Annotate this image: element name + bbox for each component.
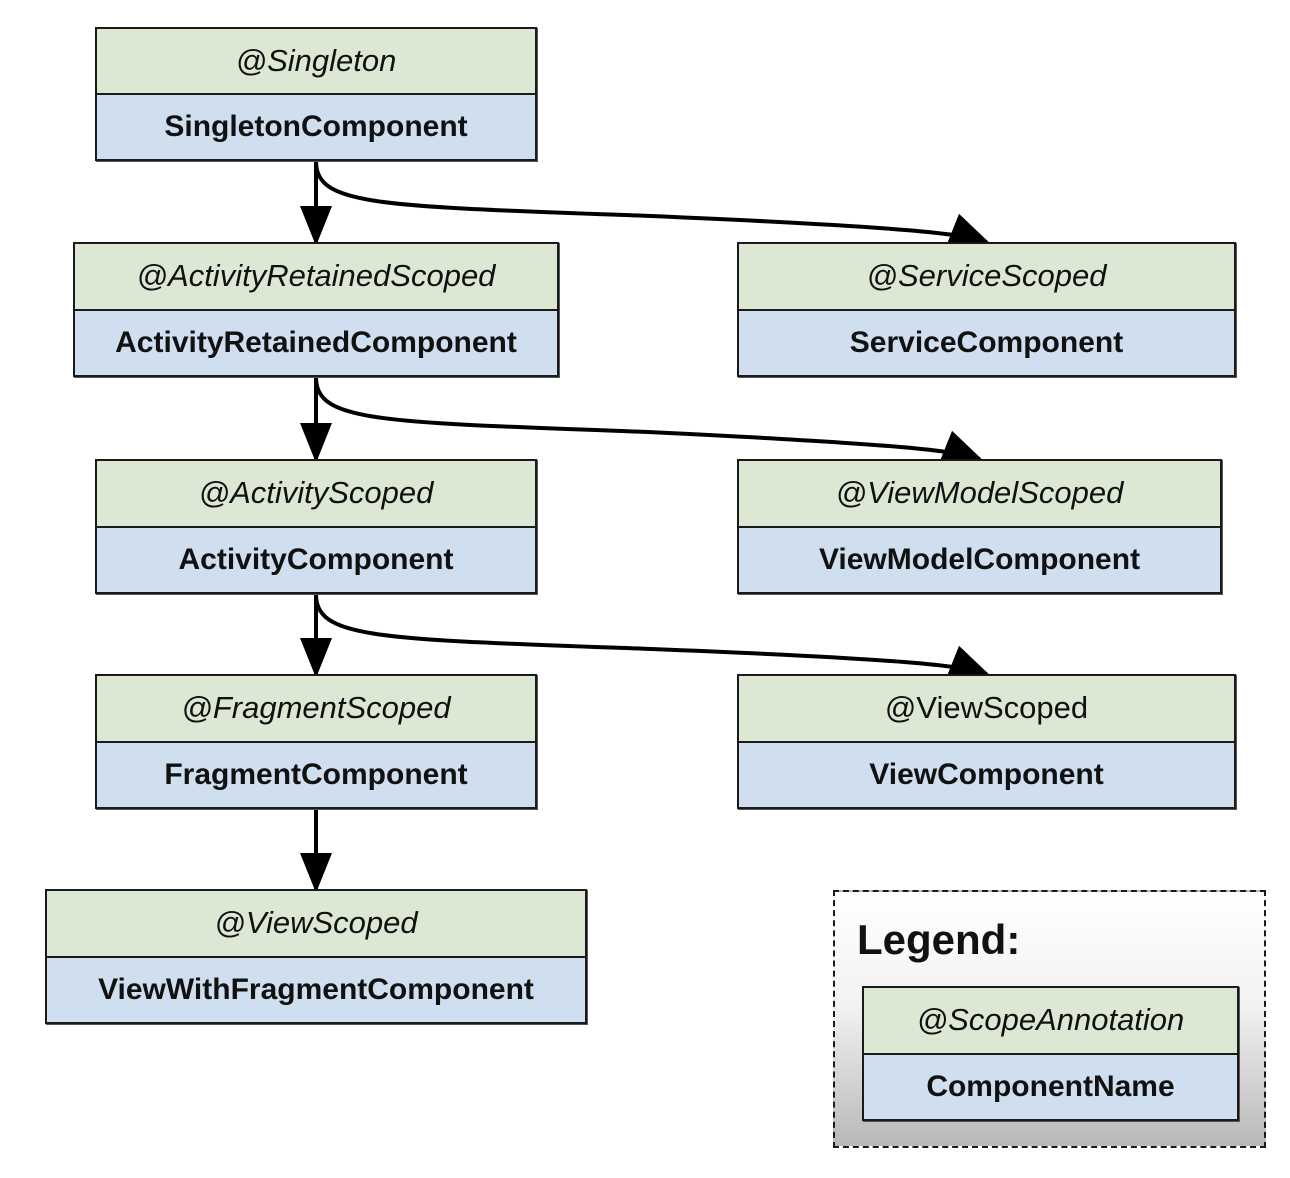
node-activity-scope: @ActivityScoped (97, 461, 535, 528)
edge-activity-to-view (314, 593, 991, 676)
node-view-component: ViewComponent (739, 742, 1234, 807)
legend-node: @ScopeAnnotation ComponentName (862, 986, 1239, 1121)
node-activity-component: ActivityComponent (97, 527, 535, 592)
node-singleton-component: SingletonComponent (97, 95, 535, 159)
node-view-with-fragment-scope: @ViewScoped (47, 891, 585, 958)
node-service-scope: @ServiceScoped (739, 244, 1234, 311)
edge-singleton-to-service (314, 160, 991, 244)
node-fragment-scope: @FragmentScoped (97, 676, 535, 743)
node-fragment-component: FragmentComponent (97, 742, 535, 807)
node-view-with-fragment-component: ViewWithFragmentComponent (47, 957, 585, 1022)
node-service-component: ServiceComponent (739, 310, 1234, 375)
node-view-scope: @ViewScoped (739, 676, 1234, 743)
node-singleton-scope: @Singleton (97, 29, 535, 95)
node-view-model-scope: @ViewModelScoped (739, 461, 1220, 528)
legend-box: Legend: @ScopeAnnotation ComponentName (833, 890, 1266, 1148)
legend-scope-label: @ScopeAnnotation (864, 988, 1237, 1055)
node-activity-retained-scope: @ActivityRetainedScoped (75, 244, 557, 311)
node-view-model-component: ViewModelComponent (739, 527, 1220, 592)
node-activity-retained-component: ActivityRetainedComponent (75, 310, 557, 375)
edge-activity-retained-to-view-model (314, 376, 984, 461)
legend-component-label: ComponentName (864, 1054, 1237, 1119)
legend-title: Legend: (857, 916, 1021, 963)
